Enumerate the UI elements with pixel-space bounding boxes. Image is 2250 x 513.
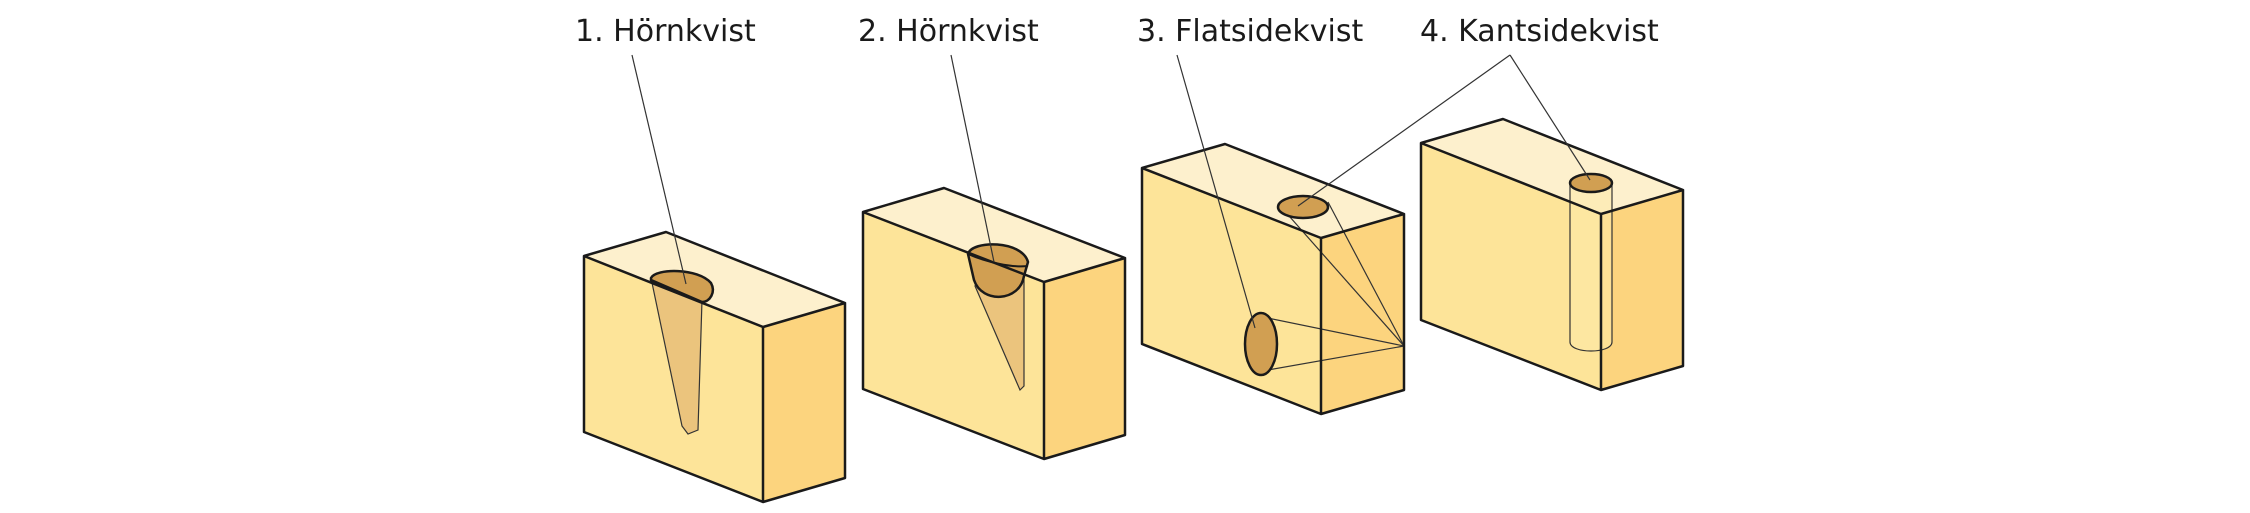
block-3-side-knot <box>1243 311 1279 377</box>
block-1-outline <box>582 230 847 504</box>
leader-line-1 <box>631 54 687 285</box>
block-4-front-face <box>1421 143 1601 390</box>
block-2-top-face <box>863 188 1125 282</box>
block-2-outline <box>861 186 1127 461</box>
block-4-kantsidekvist <box>1419 117 1685 392</box>
block-4-top-face <box>1421 119 1683 214</box>
block-1-hornkvist <box>582 230 847 504</box>
block-1-knot <box>649 269 715 304</box>
block-4-knot <box>1568 172 1614 194</box>
block-3-flatsidekvist <box>1140 142 1406 416</box>
block-1-top-face <box>584 232 845 327</box>
block-4-side-face <box>1601 190 1683 390</box>
block-3-side-face <box>1321 214 1404 414</box>
leader-line-4b <box>1509 54 1591 181</box>
leader-line-4a <box>1297 54 1511 207</box>
label-flatsidekvist: 3. Flatsidekvist <box>1137 14 1363 49</box>
block-2-hornkvist <box>861 186 1127 461</box>
leader-line-2 <box>950 54 995 263</box>
block-1-side-face <box>763 303 845 502</box>
label-hornkvist-1: 1. Hörnkvist <box>575 14 756 49</box>
leader-line-3 <box>1176 54 1256 329</box>
block-2-side-face <box>1044 258 1125 459</box>
block-3-top-knot <box>1276 194 1330 220</box>
label-kantsidekvist: 4. Kantsidekvist <box>1420 14 1659 49</box>
label-hornkvist-2: 2. Hörnkvist <box>858 14 1039 49</box>
block-4-outline <box>1419 117 1685 392</box>
leader-lines <box>631 54 1591 329</box>
labels: 1. Hörnkvist 2. Hörnkvist 3. Flatsidekvi… <box>575 14 1659 49</box>
block-3-top-face <box>1142 144 1404 238</box>
block-3-outline <box>1140 142 1406 416</box>
block-4-knot-cylinder <box>1569 183 1613 352</box>
